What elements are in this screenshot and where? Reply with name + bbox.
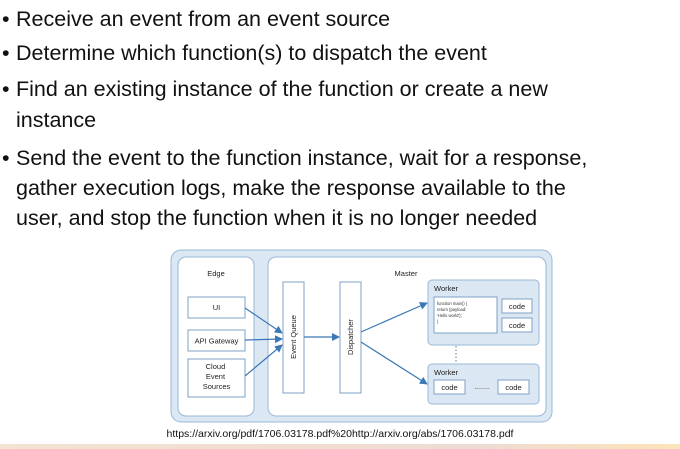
bullet-text-line: Send the event to the function instance,… xyxy=(16,146,588,170)
worker-bottom-label: Worker xyxy=(434,368,459,377)
code-line: return {payload: xyxy=(437,307,466,312)
arrow-dispatcher-to-worker-top xyxy=(360,302,428,333)
arrow-ui-to-queue xyxy=(244,307,283,334)
bullet-dot: • xyxy=(2,77,10,101)
edge-label: Edge xyxy=(207,269,225,278)
arrow-api-to-queue xyxy=(244,335,283,344)
code-line: } xyxy=(437,319,439,324)
bullet-text-line: Find an existing instance of the functio… xyxy=(16,77,548,101)
ui-box xyxy=(187,296,246,319)
bullet-text-line: gather execution logs, make the response… xyxy=(16,176,566,200)
api-gateway-label: API Gateway xyxy=(195,337,239,346)
source-caption: https://arxiv.org/pdf/1706.03178.pdf%20h… xyxy=(166,428,514,440)
dispatcher-box xyxy=(339,281,362,394)
footer-bar xyxy=(0,444,680,449)
code-box xyxy=(497,379,530,395)
bullet-text-line: Receive an event from an event source xyxy=(16,7,391,31)
arrow-dispatcher-to-worker-bottom xyxy=(360,341,428,385)
bullet-text-line: Determine which function(s) to dispatch … xyxy=(16,41,487,65)
master-label: Master xyxy=(395,269,418,278)
bullet-text-line: instance xyxy=(16,108,97,132)
cloud-event-sources-box xyxy=(187,358,246,398)
cloud-event-sources-line: Sources xyxy=(203,382,231,391)
code-label: code xyxy=(509,321,525,330)
code-box xyxy=(501,298,533,314)
function-code-snippet: function main() { return {payload: 'Hell… xyxy=(437,301,468,324)
bullet-text-line: user, and stop the function when it is n… xyxy=(16,206,538,230)
code-label: code xyxy=(509,302,525,311)
bullet-dot: • xyxy=(2,41,10,65)
code-line: function main() { xyxy=(437,301,468,306)
code-label: code xyxy=(505,383,521,392)
ui-label: UI xyxy=(213,303,221,312)
event-queue-label: Event Queue xyxy=(289,315,298,359)
code-line: 'Hello world'}; xyxy=(437,313,462,318)
code-ellipsis: ........ xyxy=(474,384,490,391)
code-box xyxy=(501,317,533,333)
bullet-dot: • xyxy=(2,146,10,170)
arrow-cloud-to-queue xyxy=(244,344,283,377)
cloud-event-sources-line: Cloud xyxy=(206,362,226,371)
dispatcher-label: Dispatcher xyxy=(346,319,355,355)
cloud-event-sources-line: Event xyxy=(206,372,226,381)
code-label: code xyxy=(441,383,457,392)
function-code-box xyxy=(433,296,498,334)
cloud-event-sources-label: Cloud Event Sources xyxy=(203,362,231,391)
api-gateway-box xyxy=(187,329,246,352)
worker-top-label: Worker xyxy=(434,284,459,293)
bullet-dot: • xyxy=(2,7,10,31)
code-box xyxy=(433,379,466,395)
